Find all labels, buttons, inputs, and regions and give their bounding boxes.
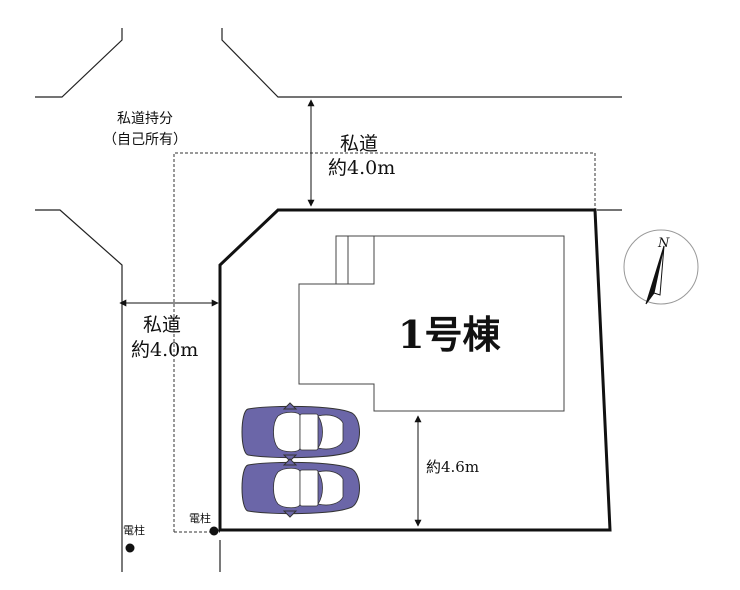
utility-pole-1-marker — [125, 543, 135, 553]
utility-pole-2: 電柱 — [189, 511, 219, 536]
compass: N — [623, 229, 699, 305]
car-1 — [241, 402, 360, 462]
car-2 — [241, 458, 360, 518]
shared-road-label-line1: 私道持分 — [117, 111, 173, 127]
left-road-width: 約4.0m — [131, 339, 198, 361]
building-footprint — [298, 235, 565, 412]
shared-road-label-line2: （自己所有） — [103, 132, 187, 148]
top-road-name: 私道 — [340, 133, 378, 155]
utility-pole-1: 電柱 — [123, 523, 145, 553]
road-outlines — [35, 28, 622, 572]
shared-road-boundary — [173, 152, 596, 533]
top-road-width: 約4.0m — [328, 157, 395, 179]
utility-pole-2-label: 電柱 — [189, 511, 211, 525]
compass-north-label: N — [657, 236, 670, 251]
utility-pole-2-marker — [209, 526, 219, 536]
utility-pole-1-label: 電柱 — [123, 523, 145, 537]
left-road-name: 私道 — [143, 314, 181, 336]
building-label: 1号棟 — [398, 312, 501, 357]
south-setback-label: 約4.6m — [426, 458, 479, 476]
compass-needle-outline — [653, 245, 665, 296]
lot-boundary — [218, 208, 612, 532]
